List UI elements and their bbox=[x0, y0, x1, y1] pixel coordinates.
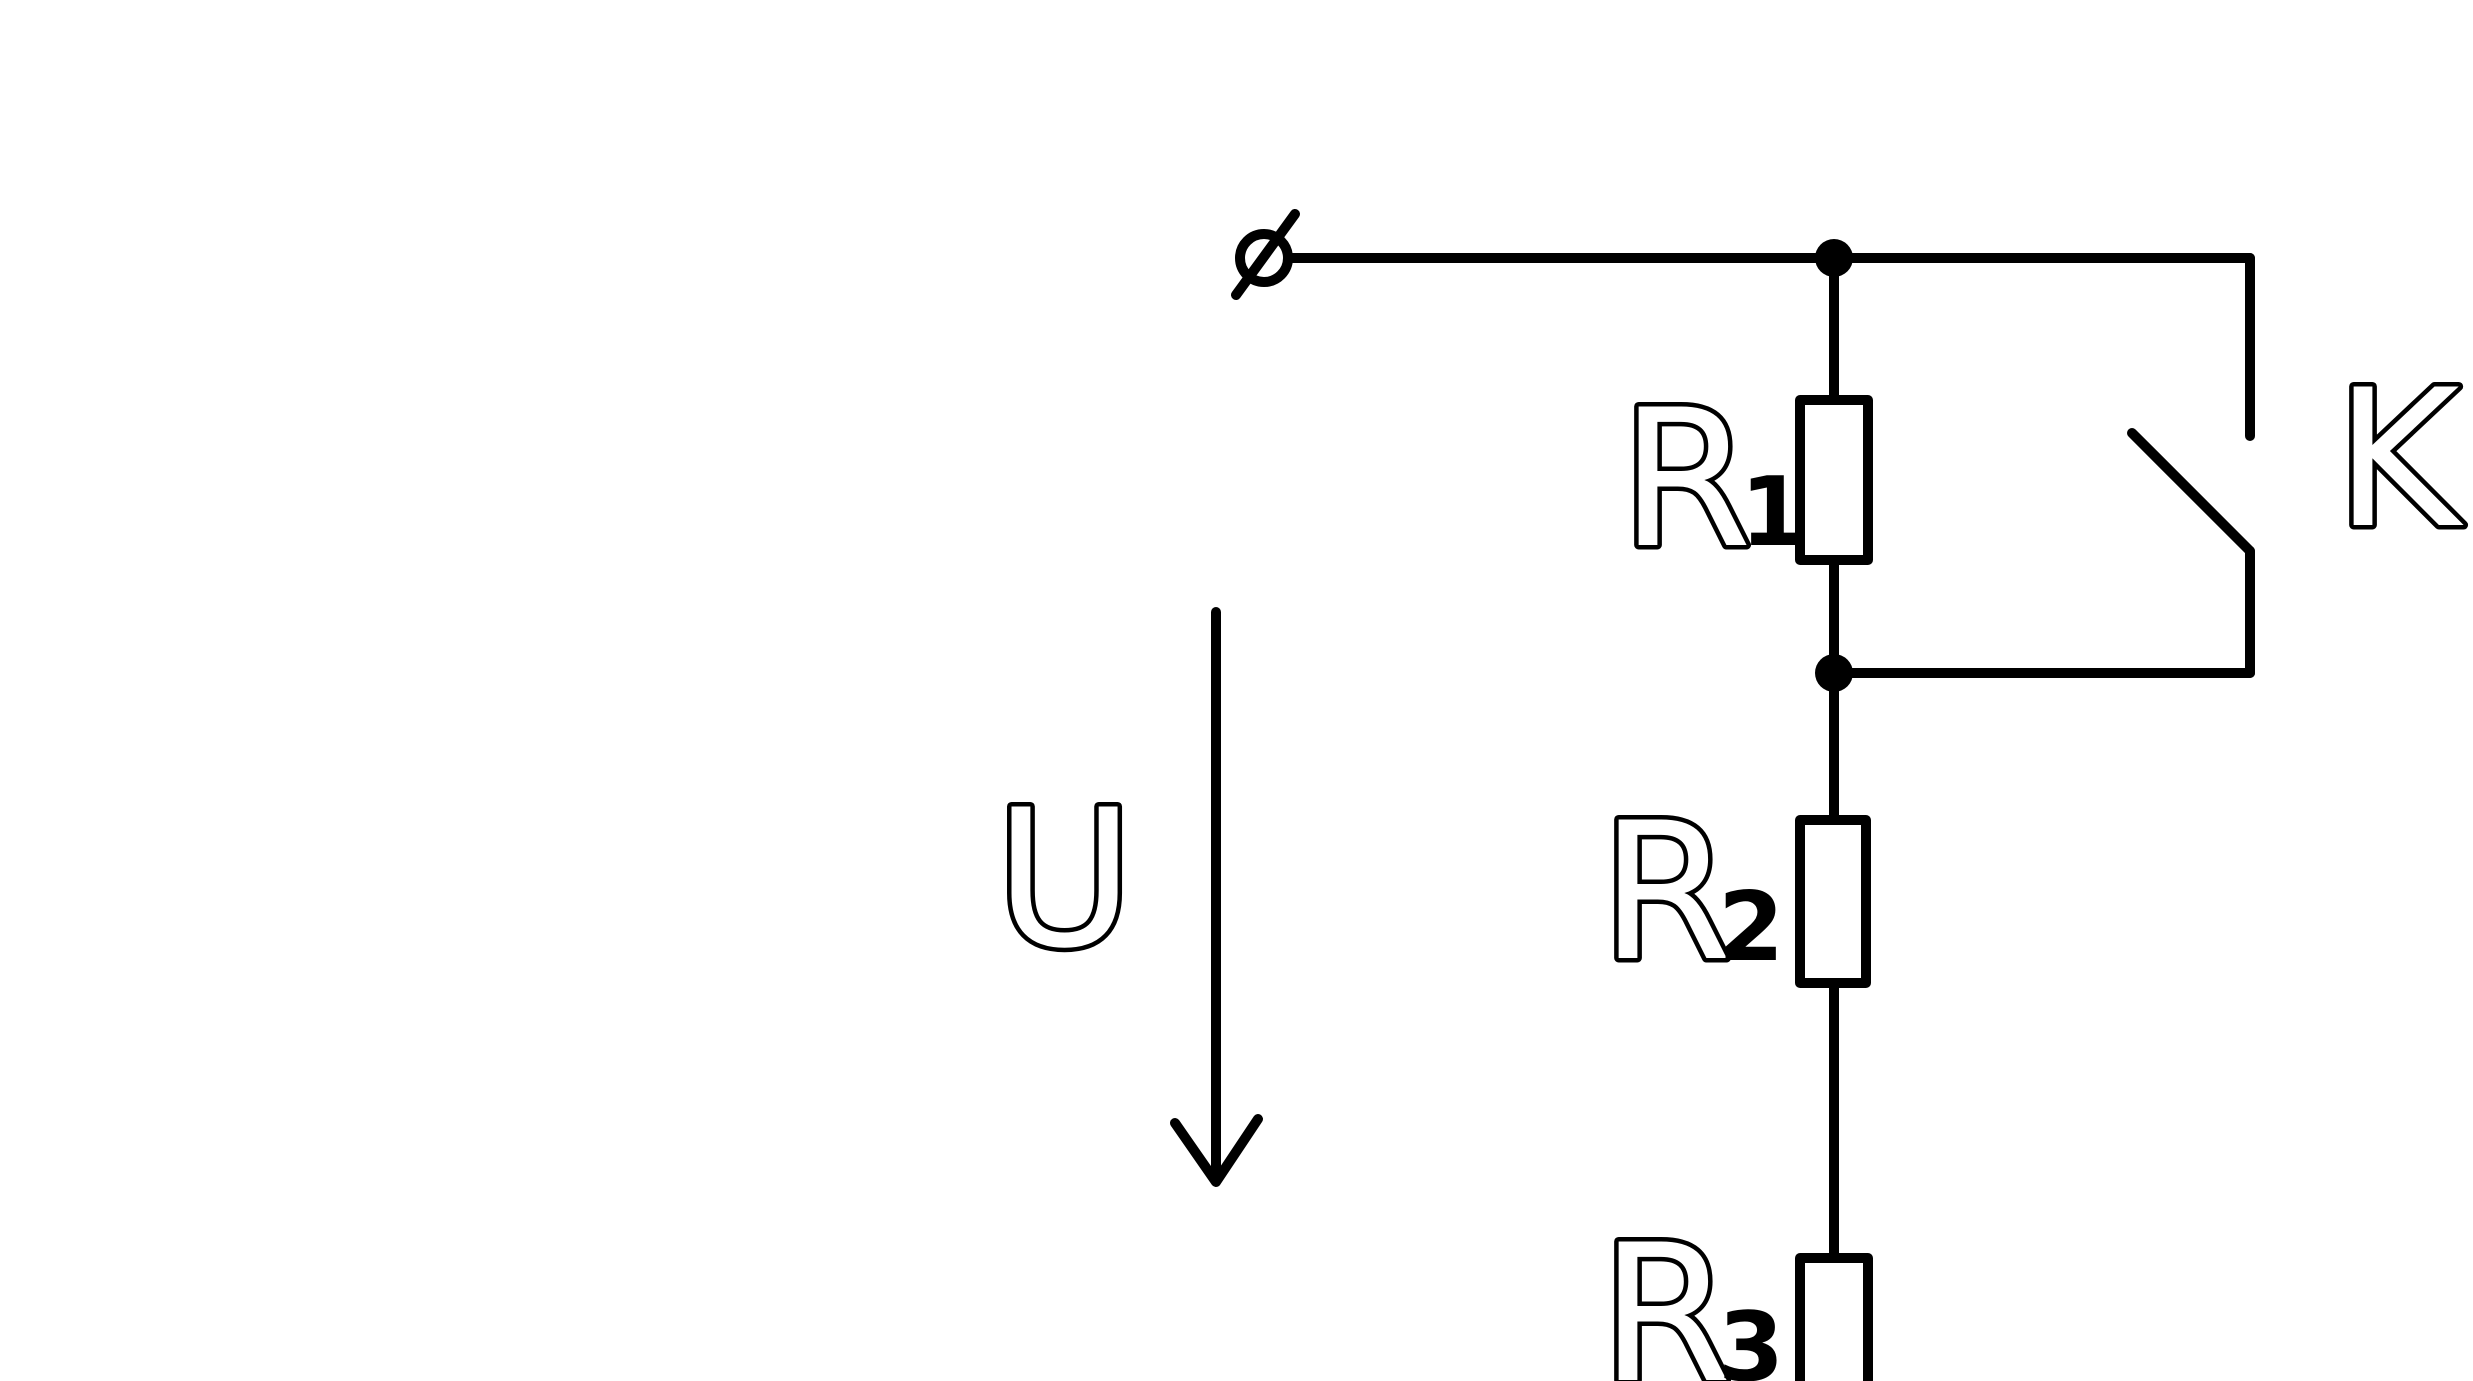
label-r1: R 1 bbox=[1616, 365, 1807, 595]
label-switch-k: K bbox=[2335, 349, 2464, 570]
resistor-r1 bbox=[1795, 395, 1873, 565]
label-r2-letter: R bbox=[1600, 782, 1732, 1003]
label-r2: R 2 bbox=[1596, 778, 1785, 1008]
terminal-slash bbox=[1231, 209, 1300, 300]
label-r2-index: 2 bbox=[1718, 873, 1784, 983]
label-r3-letter: R bbox=[1600, 1204, 1732, 1381]
voltage-arrow bbox=[1170, 607, 1263, 1187]
label-r3: R 3 bbox=[1596, 1200, 1785, 1381]
label-r1-letter: R bbox=[1620, 369, 1752, 590]
label-voltage-u: U bbox=[995, 769, 1134, 990]
resistor-r3 bbox=[1795, 1253, 1873, 1381]
switch-k bbox=[1829, 253, 2255, 678]
label-r3-index: 3 bbox=[1718, 1293, 1784, 1381]
resistor-r2 bbox=[1795, 815, 1871, 988]
switch-blade bbox=[2127, 428, 2255, 556]
voltage-arrow-head bbox=[1170, 1114, 1263, 1187]
label-r1-index: 1 bbox=[1740, 458, 1806, 568]
